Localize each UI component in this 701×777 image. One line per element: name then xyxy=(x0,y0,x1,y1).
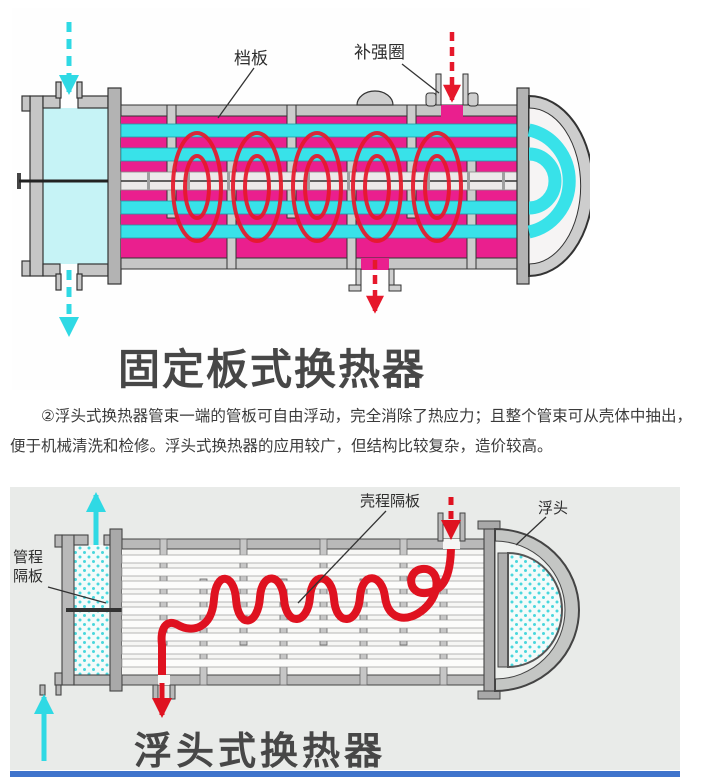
baffle-plates xyxy=(159,538,448,686)
floating-exchanger-caption: 浮头式换热器 xyxy=(133,731,386,773)
fixed-exchanger-caption: 固定板式换热器 xyxy=(117,346,426,393)
shell-side-flow-swirls xyxy=(171,131,463,243)
body-paragraph: ②浮头式换热器管束一端的管板可自由浮动，完全消除了热应力；且整个管束可从壳体中抽… xyxy=(10,408,692,455)
inlet-nozzle-with-pad xyxy=(425,73,479,117)
floating-head-label: 浮头 xyxy=(538,500,569,517)
shell-pass-baffle-label: 壳程隔板 xyxy=(360,493,421,510)
left-channel xyxy=(21,81,122,291)
return-head xyxy=(516,87,590,285)
floating-head-figure: 管程隔板 壳程隔板 浮头 浮头式换热器 xyxy=(10,487,680,773)
center-lane xyxy=(120,171,518,191)
vent-dome xyxy=(356,90,394,106)
label-leaders xyxy=(47,510,547,604)
reinforcement-ring-label: 补强圈 xyxy=(354,43,405,62)
left-bonnet xyxy=(39,528,123,696)
hot-flow-arrows xyxy=(152,497,461,718)
fixed-tubesheet-figure: 档板 补强圈 固定板式换热器 xyxy=(12,8,590,393)
floating-head-drawing xyxy=(10,487,680,770)
shell-side-flow-serpentine xyxy=(157,541,455,683)
label-leaders xyxy=(217,63,440,119)
fixed-tubesheet-drawing xyxy=(17,22,590,337)
tube-pass-partition-label: 管程隔板 xyxy=(13,549,44,585)
baffle-label: 档板 xyxy=(234,49,268,68)
floating-head-assembly xyxy=(477,520,580,700)
cold-flow-arrows xyxy=(34,492,106,761)
hot-flow-arrows xyxy=(366,32,461,314)
bottom-blue-strip xyxy=(10,771,680,777)
tube-pass-partition xyxy=(17,173,108,189)
